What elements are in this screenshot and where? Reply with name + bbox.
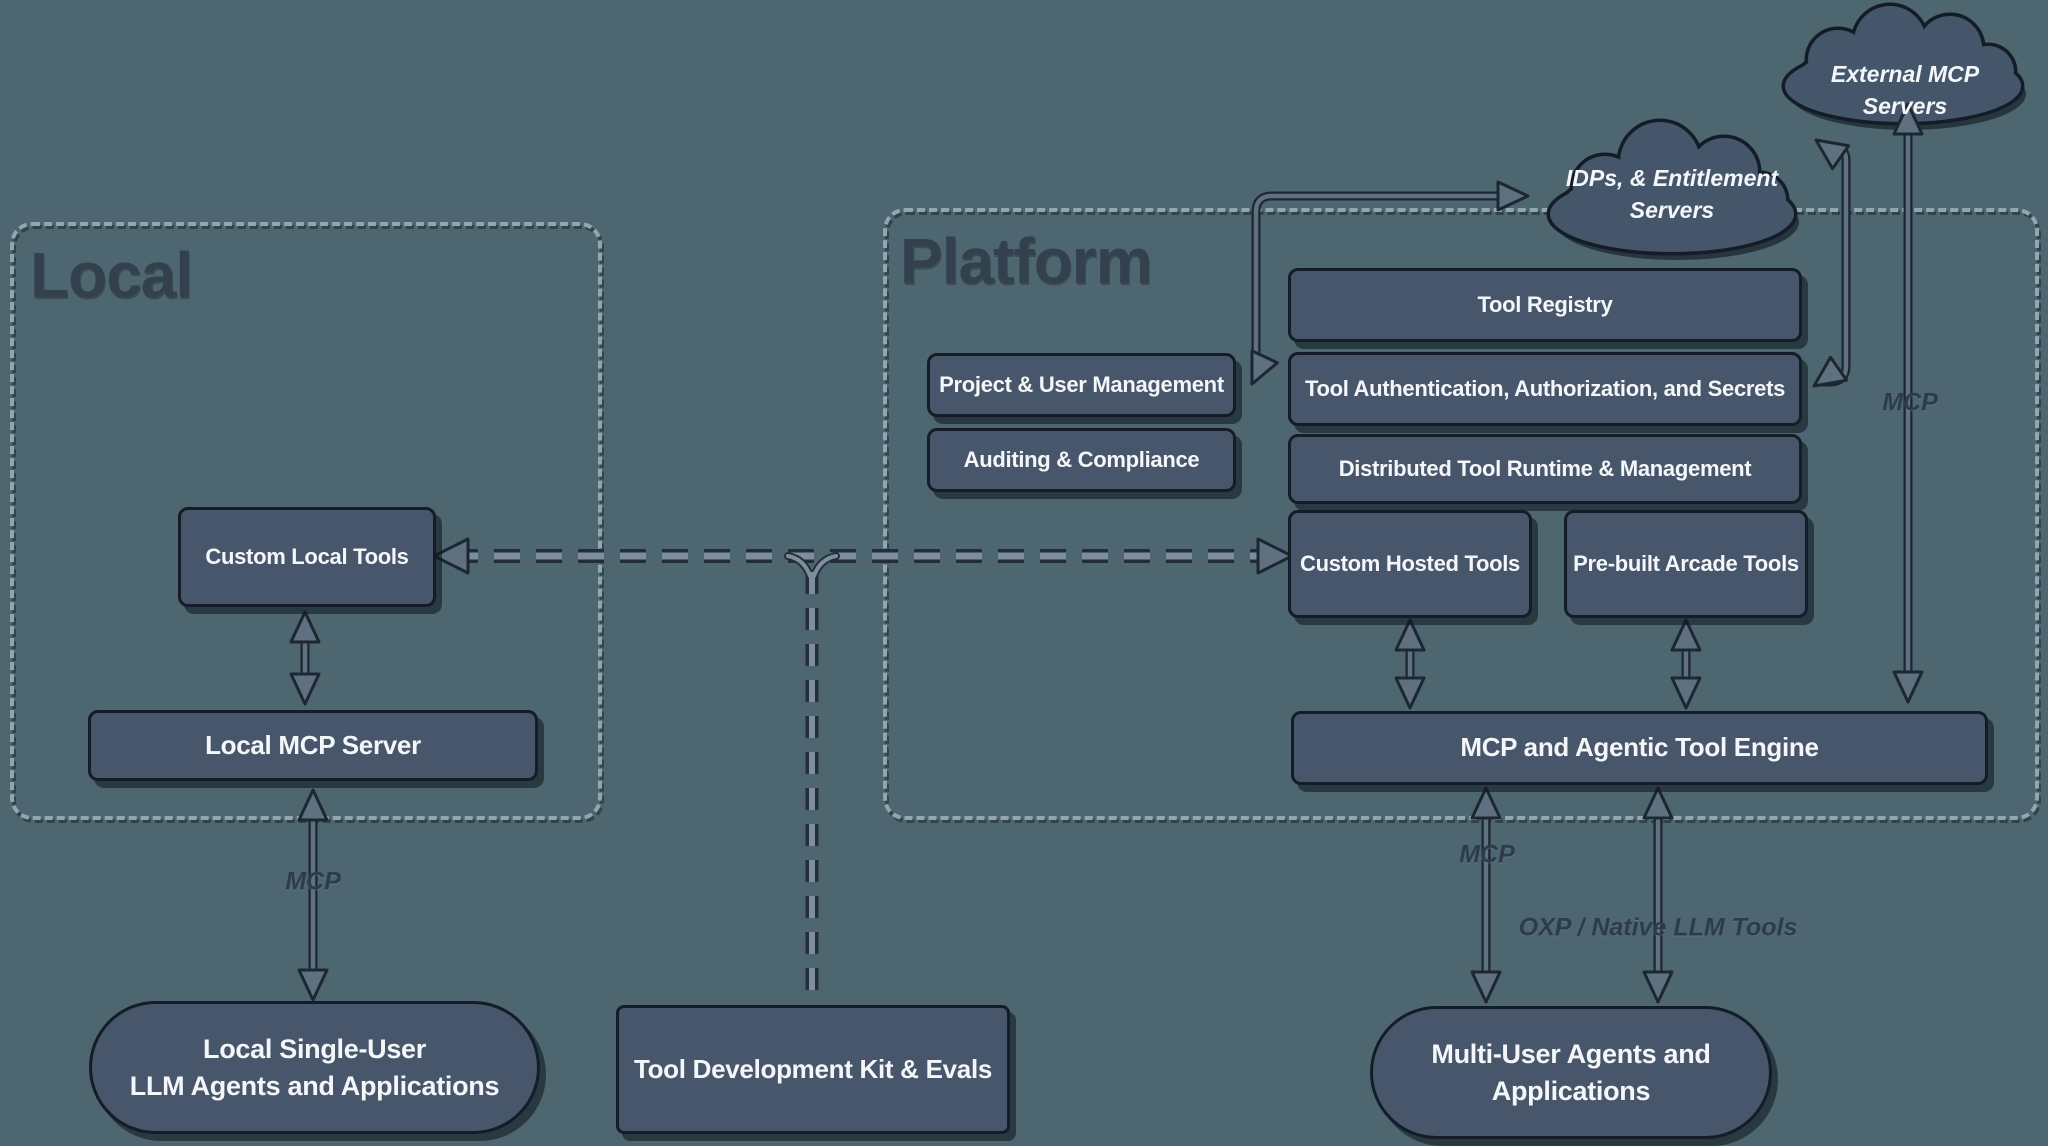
idps-cloud-line1: IDPs, & Entitlement <box>1565 165 1779 191</box>
arrow-lms-agents <box>297 788 329 1002</box>
node-tool-auth: Tool Authentication, Authorization, and … <box>1288 352 1802 426</box>
multi-user-line1: Multi-User Agents and <box>1431 1039 1711 1070</box>
node-prebuilt-arcade-tools: Pre-built Arcade Tools <box>1564 510 1808 618</box>
local-title: Local <box>30 239 193 311</box>
arrow-clt-lms <box>289 610 321 706</box>
arrow-prebuilt-engine <box>1670 618 1702 710</box>
edge-label-oxp: OXP / Native LLM Tools <box>1518 913 1798 942</box>
arrow-project-idps <box>1250 180 1530 386</box>
idps-cloud-line2: Servers <box>1629 197 1715 224</box>
arrow-hosted-engine <box>1394 618 1426 710</box>
arrow-tdk-branch <box>784 552 840 1002</box>
node-auditing-compliance: Auditing & Compliance <box>927 428 1236 492</box>
edge-label-engine-mcp: MCP <box>1459 840 1515 869</box>
local-agents-line2: LLM Agents and Applications <box>129 1070 500 1101</box>
external-mcp-cloud <box>1781 2 2026 130</box>
idps-cloud <box>1546 118 1799 260</box>
arrow-tools-sync <box>432 537 1294 575</box>
edge-label-local-mcp: MCP <box>285 867 341 896</box>
node-tool-development-kit: Tool Development Kit & Evals <box>616 1005 1010 1134</box>
arrow-engine-multiuser-mcp <box>1470 786 1502 1004</box>
node-tool-registry: Tool Registry <box>1288 268 1802 342</box>
arrow-engine-external <box>1892 102 1924 704</box>
node-custom-hosted-tools: Custom Hosted Tools <box>1288 510 1532 618</box>
arrow-auth-idps <box>1812 138 1851 388</box>
edge-label-external-mcp: MCP <box>1882 388 1938 417</box>
node-local-mcp-server: Local MCP Server <box>88 710 538 781</box>
node-project-user-management: Project & User Management <box>927 353 1236 417</box>
multi-user-line2: Applications <box>1491 1075 1651 1106</box>
arrow-engine-multiuser-oxp <box>1642 786 1674 1004</box>
node-multi-user-agents: Multi-User Agents and Applications <box>1370 1006 1772 1139</box>
local-agents-line1: Local Single-User <box>203 1034 426 1065</box>
node-custom-local-tools: Custom Local Tools <box>178 507 436 607</box>
idps-cloud-label: IDPs, & Entitlement Servers <box>1552 162 1792 226</box>
platform-title: Platform <box>900 225 1153 297</box>
node-distributed-runtime: Distributed Tool Runtime & Management <box>1288 434 1802 504</box>
platform-container <box>883 208 2039 820</box>
node-mcp-agentic-tool-engine: MCP and Agentic Tool Engine <box>1291 711 1988 785</box>
node-local-single-user-agents: Local Single-User LLM Agents and Applica… <box>89 1001 540 1134</box>
external-mcp-cloud-label: External MCP Servers <box>1830 61 1980 120</box>
